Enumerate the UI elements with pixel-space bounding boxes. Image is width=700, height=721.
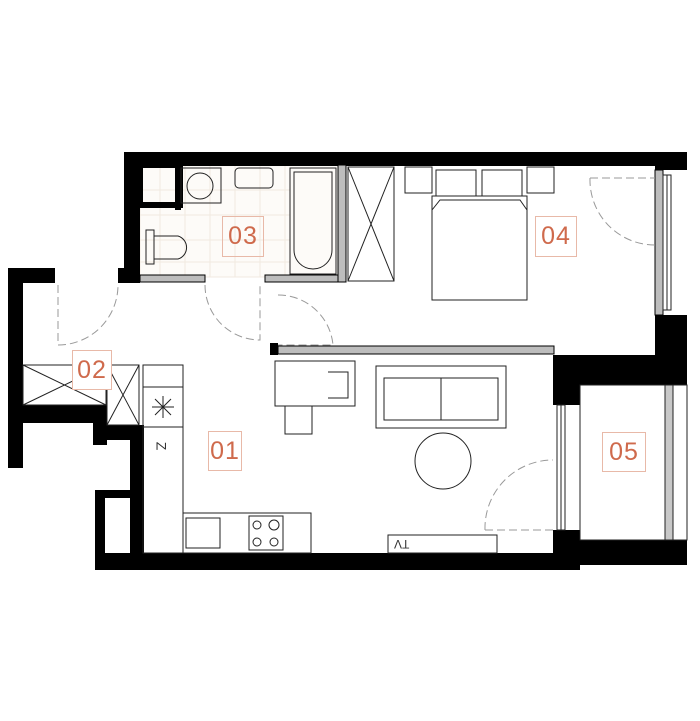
bathroom-tiles bbox=[139, 164, 341, 278]
bathtub bbox=[289, 167, 337, 275]
bathtub-inner bbox=[293, 171, 333, 270]
toilet-bowl bbox=[153, 235, 187, 260]
fridge-label: Z bbox=[153, 441, 170, 451]
pillow-right bbox=[481, 169, 523, 197]
room-label-04: 04 bbox=[535, 216, 577, 257]
desk bbox=[274, 360, 356, 407]
chair bbox=[284, 406, 313, 435]
oven bbox=[185, 517, 221, 549]
round-table bbox=[414, 432, 472, 490]
sink bbox=[234, 167, 274, 189]
tv-label: TV bbox=[394, 537, 410, 551]
washing-machine bbox=[180, 167, 222, 204]
sofa bbox=[375, 365, 507, 429]
washing-machine-drum bbox=[186, 172, 214, 200]
room-label-01: 01 bbox=[208, 431, 242, 471]
wardrobe bbox=[347, 166, 395, 282]
pillow-left bbox=[435, 169, 477, 197]
bed bbox=[431, 195, 528, 301]
nightstand-left bbox=[404, 166, 433, 194]
door-swings bbox=[57, 177, 656, 531]
balcony bbox=[579, 384, 688, 541]
walls bbox=[8, 152, 687, 570]
room-label-02: 02 bbox=[72, 350, 112, 390]
hall-closet-2 bbox=[106, 364, 140, 426]
kitchen-counter bbox=[142, 364, 184, 554]
tv-stand bbox=[387, 534, 498, 554]
cooktop bbox=[248, 515, 284, 551]
chair-side bbox=[328, 371, 349, 399]
room-label-05: 05 bbox=[602, 432, 646, 472]
nightstand-right bbox=[526, 166, 555, 194]
room-label-03: 03 bbox=[222, 216, 264, 257]
